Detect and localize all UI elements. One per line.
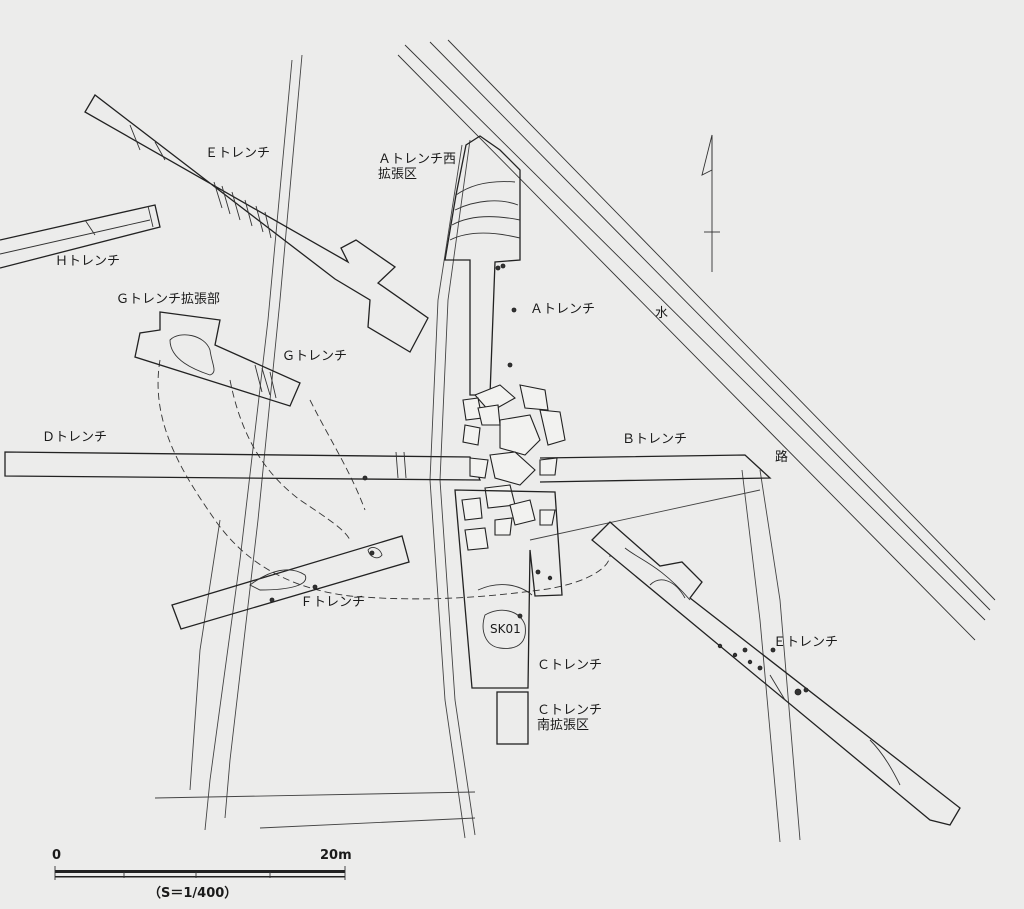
dashed-feature-outline xyxy=(157,359,611,600)
e-trench-south-label: Ｅトレンチ xyxy=(773,635,839,650)
north-arrow-icon xyxy=(701,134,720,272)
scale-start-label: 0 xyxy=(52,848,62,863)
scale-end-label: 20m xyxy=(320,848,352,863)
sk01-label: SK01 xyxy=(490,622,521,636)
c-trench-label: Ｃトレンチ xyxy=(537,658,603,673)
h-trench xyxy=(0,204,161,269)
e-trench-north-label: Ｅトレンチ xyxy=(205,146,271,161)
waterway-lines xyxy=(397,39,996,641)
g-trench-label: Ｇトレンチ xyxy=(282,349,348,364)
f-trench-label: Ｆトレンチ xyxy=(300,595,366,610)
road-label: 路 xyxy=(775,450,789,465)
c-trench-south-ext-label: Ｃトレンチ 南拡張区 xyxy=(537,703,603,733)
road-lines xyxy=(154,54,801,843)
h-trench-label: Ｈトレンチ xyxy=(55,254,121,269)
b-trench-label: Ｂトレンチ xyxy=(622,432,688,447)
scale-bar-graphic xyxy=(54,866,346,880)
central-stones xyxy=(461,384,566,551)
g-trench-ext-label: Ｇトレンチ拡張部 xyxy=(116,292,221,307)
e-trench-south xyxy=(591,521,961,826)
g-trench xyxy=(134,311,301,407)
a-trench xyxy=(444,135,521,396)
f-trench xyxy=(171,535,410,630)
c-trench-south-ext xyxy=(496,691,529,745)
water-label: 水 xyxy=(655,306,669,321)
c-trench xyxy=(454,489,563,689)
scale-ratio-label: （S＝1/400） xyxy=(148,886,238,901)
a-trench-west-ext-label: Ａトレンチ西 拡張区 xyxy=(378,152,457,182)
e-trench-north xyxy=(84,94,429,353)
d-trench-label: Ｄトレンチ xyxy=(42,430,108,445)
a-trench-label: Ａトレンチ xyxy=(530,302,596,317)
d-b-trench xyxy=(4,451,772,483)
